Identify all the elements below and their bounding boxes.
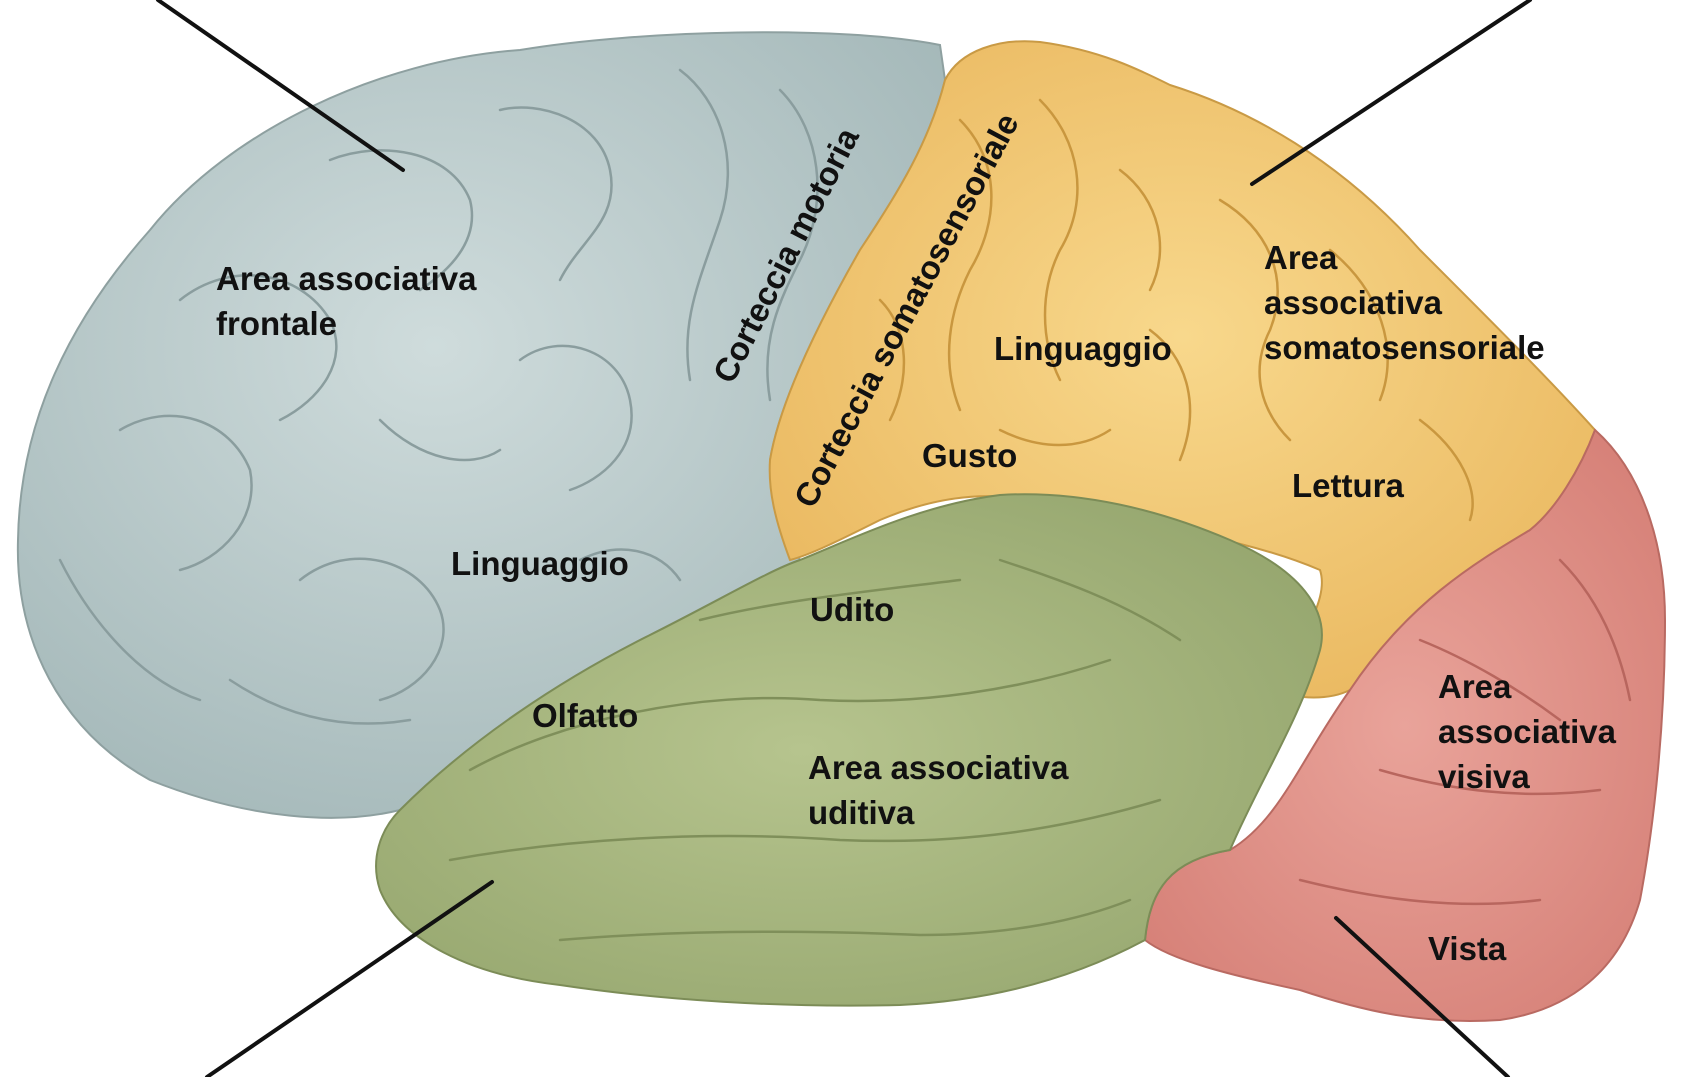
label-auditory-association-line-2: uditiva bbox=[808, 790, 1069, 835]
pointer-line-parietal bbox=[1252, 0, 1530, 184]
label-reading: Lettura bbox=[1292, 463, 1404, 508]
label-somatosensory-association-line-2: associativa bbox=[1264, 280, 1545, 325]
label-auditory-association-line-1: Area associativa bbox=[808, 745, 1069, 790]
label-language-frontal: Linguaggio bbox=[451, 541, 629, 586]
label-visual-association-line-1: Area bbox=[1438, 664, 1616, 709]
label-visual-association-line-3: visiva bbox=[1438, 754, 1616, 799]
label-smell: Olfatto bbox=[532, 693, 638, 738]
label-vision: Vista bbox=[1428, 926, 1506, 971]
label-somatosensory-association-line-1: Area bbox=[1264, 235, 1545, 280]
label-somatosensory-association-line-3: somatosensoriale bbox=[1264, 325, 1545, 370]
label-frontal-association-line-1: Area associativa bbox=[216, 256, 477, 301]
label-frontal-association: Area associativa frontale bbox=[216, 256, 477, 346]
label-auditory-association: Area associativa uditiva bbox=[808, 745, 1069, 835]
label-somatosensory-association: Area associativa somatosensoriale bbox=[1264, 235, 1545, 370]
pointer-line-temporal bbox=[207, 882, 492, 1077]
label-hearing: Udito bbox=[810, 587, 894, 632]
label-visual-association: Area associativa visiva bbox=[1438, 664, 1616, 799]
label-language-parietal: Linguaggio bbox=[994, 326, 1172, 371]
label-frontal-association-line-2: frontale bbox=[216, 301, 477, 346]
label-taste: Gusto bbox=[922, 433, 1017, 478]
label-visual-association-line-2: associativa bbox=[1438, 709, 1616, 754]
